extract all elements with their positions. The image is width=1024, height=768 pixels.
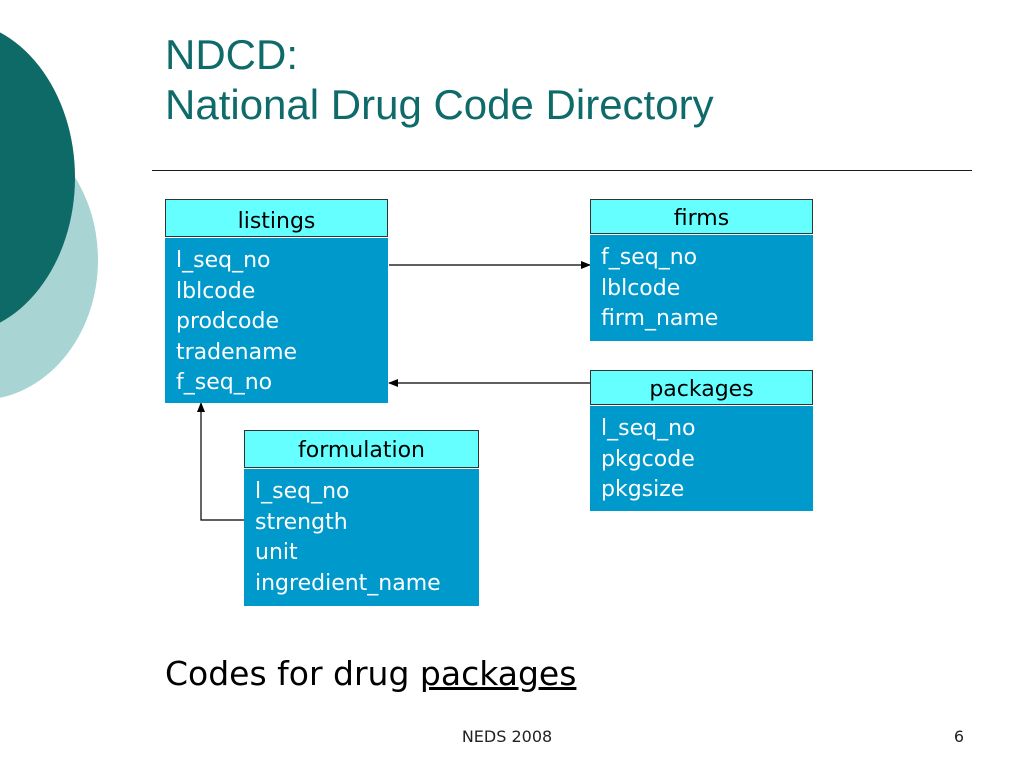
entity-field: f_seq_no bbox=[601, 245, 698, 270]
entity-packages-fields: l_seq_no pkgcode pkgsize bbox=[590, 406, 813, 511]
entity-field: pkgsize bbox=[601, 477, 685, 502]
entity-field: unit bbox=[255, 540, 298, 565]
entity-field: strength bbox=[255, 509, 348, 535]
entity-field: l_seq_no bbox=[176, 248, 271, 273]
title-divider bbox=[152, 170, 972, 171]
entity-field: f_seq_no bbox=[176, 370, 273, 395]
entity-listings: listings l_seq_no lblcode prodcode trade… bbox=[165, 199, 388, 403]
page-number: 6 bbox=[953, 727, 964, 746]
slide-title: NDCD: National Drug Code Directory bbox=[165, 30, 714, 130]
title-line-2: National Drug Code Directory bbox=[165, 81, 714, 128]
entity-field: l_seq_no bbox=[601, 416, 696, 441]
title-line-1: NDCD: bbox=[165, 31, 298, 78]
caption-emphasis: packages bbox=[419, 654, 577, 693]
caption-text: Codes for drug bbox=[165, 654, 420, 693]
entity-field: lblcode bbox=[176, 278, 256, 304]
entity-packages: packages l_seq_no pkgcode pkgsize bbox=[590, 370, 813, 511]
entity-field: l_seq_no bbox=[255, 479, 350, 504]
entity-firms-fields: f_seq_no lblcode firm_name bbox=[590, 235, 813, 341]
arrow-formulation-to-listings bbox=[197, 402, 244, 521]
entity-packages-title: packages bbox=[590, 370, 813, 405]
entity-firms-title: firms bbox=[590, 199, 813, 234]
entity-field: pkgcode bbox=[601, 446, 695, 472]
slide-caption: Codes for drug packages bbox=[165, 652, 576, 696]
entity-field: firm_name bbox=[601, 306, 719, 331]
entity-formulation-title: formulation bbox=[244, 430, 479, 468]
entity-field: prodcode bbox=[176, 309, 280, 334]
entity-listings-title: listings bbox=[165, 199, 388, 237]
footer-text: NEDS 2008 bbox=[461, 727, 553, 746]
entity-listings-fields: l_seq_no lblcode prodcode tradename f_se… bbox=[165, 238, 388, 403]
entity-field: tradename bbox=[176, 339, 298, 365]
entity-formulation: formulation l_seq_no strength unit ingre… bbox=[244, 430, 479, 606]
entity-formulation-fields: l_seq_no strength unit ingredient_name bbox=[244, 469, 479, 606]
entity-field: ingredient_name bbox=[255, 570, 441, 596]
entity-firms: firms f_seq_no lblcode firm_name bbox=[590, 199, 813, 341]
entity-field: lblcode bbox=[601, 275, 681, 301]
